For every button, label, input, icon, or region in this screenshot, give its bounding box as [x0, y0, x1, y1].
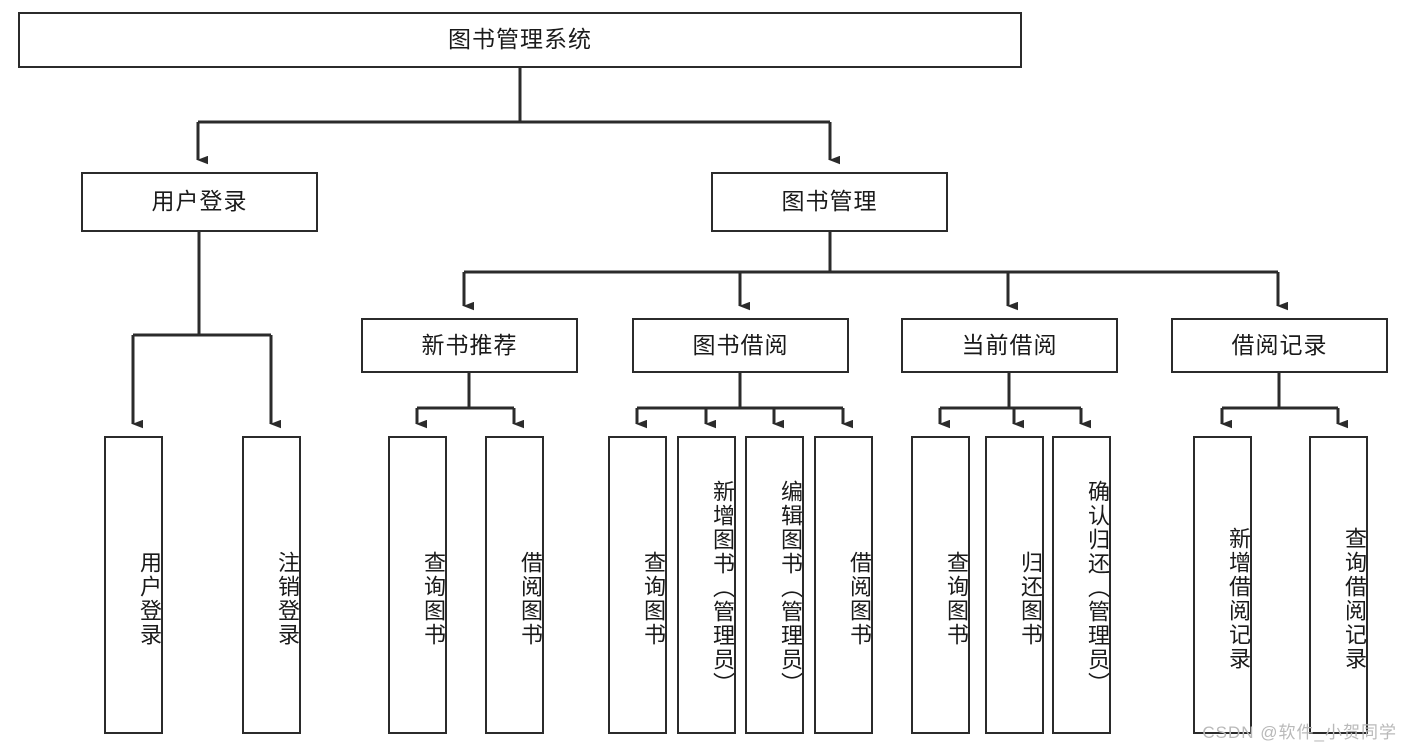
node-leaf-query-record[interactable]: 查询借阅记录 [1309, 436, 1368, 734]
node-root[interactable]: 图书管理系统 [18, 12, 1022, 68]
node-leaf-borrow-book-2[interactable]: 借阅图书 [814, 436, 873, 734]
node-leaf-borrow-book-1[interactable]: 借阅图书 [485, 436, 544, 734]
node-borrow-record[interactable]: 借阅记录 [1171, 318, 1388, 373]
node-leaf-logout-label: 注销登录 [275, 551, 300, 647]
node-book-manage-label: 图书管理 [781, 188, 878, 215]
node-leaf-borrow-book-1-label: 借阅图书 [518, 551, 543, 647]
node-leaf-add-record-label: 新增借阅记录 [1226, 527, 1251, 671]
node-leaf-user-login-label: 用户登录 [137, 551, 162, 647]
node-leaf-add-book-label: 新增图书（管理员） [710, 480, 735, 696]
node-book-manage[interactable]: 图书管理 [711, 172, 948, 232]
node-leaf-return-book[interactable]: 归还图书 [985, 436, 1044, 734]
node-leaf-add-record[interactable]: 新增借阅记录 [1193, 436, 1252, 734]
node-new-book-rec-label: 新书推荐 [421, 331, 518, 358]
node-current-borrow[interactable]: 当前借阅 [901, 318, 1118, 373]
watermark: CSDN @软件_小贺同学 [1202, 723, 1397, 742]
node-leaf-query-record-label: 查询借阅记录 [1342, 527, 1367, 671]
node-leaf-edit-book-label: 编辑图书（管理员） [778, 480, 803, 696]
node-book-borrow-label: 图书借阅 [692, 331, 789, 358]
node-leaf-query-book-1-label: 查询图书 [421, 551, 446, 647]
node-leaf-query-book-3[interactable]: 查询图书 [911, 436, 970, 734]
node-leaf-query-book-1[interactable]: 查询图书 [388, 436, 447, 734]
node-leaf-logout[interactable]: 注销登录 [242, 436, 301, 734]
node-borrow-record-label: 借阅记录 [1231, 331, 1328, 358]
node-leaf-confirm-return[interactable]: 确认归还（管理员） [1052, 436, 1111, 734]
node-new-book-rec[interactable]: 新书推荐 [361, 318, 578, 373]
node-user-login-label: 用户登录 [151, 188, 248, 215]
node-leaf-add-book[interactable]: 新增图书（管理员） [677, 436, 736, 734]
node-leaf-edit-book[interactable]: 编辑图书（管理员） [745, 436, 804, 734]
node-user-login[interactable]: 用户登录 [81, 172, 318, 232]
node-leaf-borrow-book-2-label: 借阅图书 [847, 551, 872, 647]
node-leaf-confirm-return-label: 确认归还（管理员） [1085, 480, 1110, 696]
node-leaf-query-book-3-label: 查询图书 [944, 551, 969, 647]
node-current-borrow-label: 当前借阅 [961, 331, 1058, 358]
node-leaf-return-book-label: 归还图书 [1018, 551, 1043, 647]
node-leaf-query-book-2[interactable]: 查询图书 [608, 436, 667, 734]
node-root-label: 图书管理系统 [448, 26, 592, 53]
node-leaf-query-book-2-label: 查询图书 [641, 551, 666, 647]
node-book-borrow[interactable]: 图书借阅 [632, 318, 849, 373]
node-leaf-user-login[interactable]: 用户登录 [104, 436, 163, 734]
